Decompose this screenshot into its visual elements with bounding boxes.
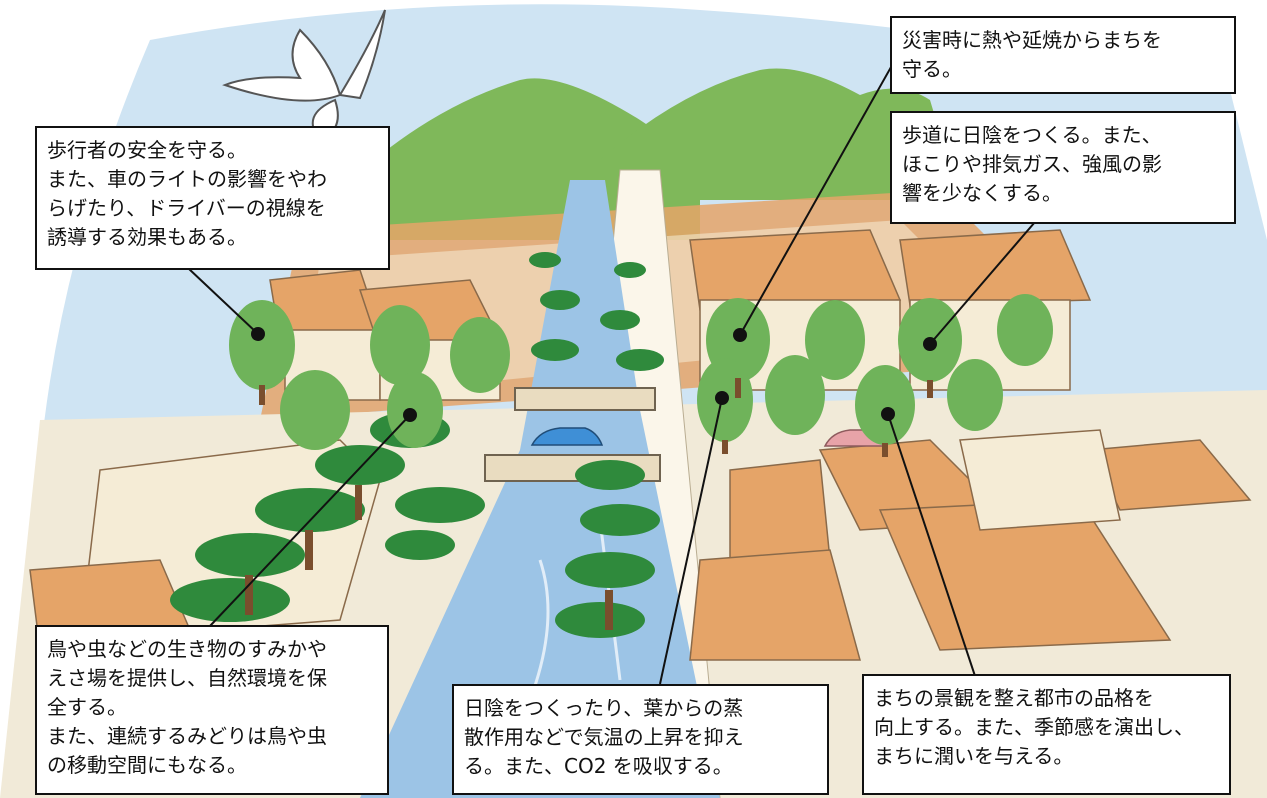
foreground-roof-center [689,549,861,661]
pine-trunks [245,485,613,630]
callout-landscape: まちの景観を整え都市の品格を 向上する。また、季節感を演出し、 まちに潤いを与え… [862,674,1231,795]
callout-sidewalk-shade: 歩道に日陰をつくる。また、 ほこりや排気ガス、強風の影 響を少なくする。 [890,111,1236,224]
foreground-roof-right-2 [729,459,831,561]
callout-habitat: 鳥や虫などの生き物のすみかや えさ場を提供し、自然環境を保 全する。 また、連続… [35,625,389,795]
tree-trunks [259,378,933,457]
callout-pointers [187,59,1036,685]
callout-pedestrian-safety: 歩行者の安全を守る。 また、車のライトの影響をやわ らげたり、ドライバーの視線を… [35,126,390,270]
car-blue [530,427,604,446]
foreground-block-right [959,429,1121,531]
building-right-roof [689,229,902,311]
callout-fire-protection: 災害時に熱や延焼からまちを 守る。 [890,16,1236,94]
bridge-far [514,387,656,411]
callout-dots [251,327,937,422]
river [360,180,720,798]
callout-temperature: 日陰をつくったり、葉からの蒸 散作用などで気温の上昇を抑え る。また、CO2 を… [452,684,829,795]
mountain-right [600,68,960,200]
